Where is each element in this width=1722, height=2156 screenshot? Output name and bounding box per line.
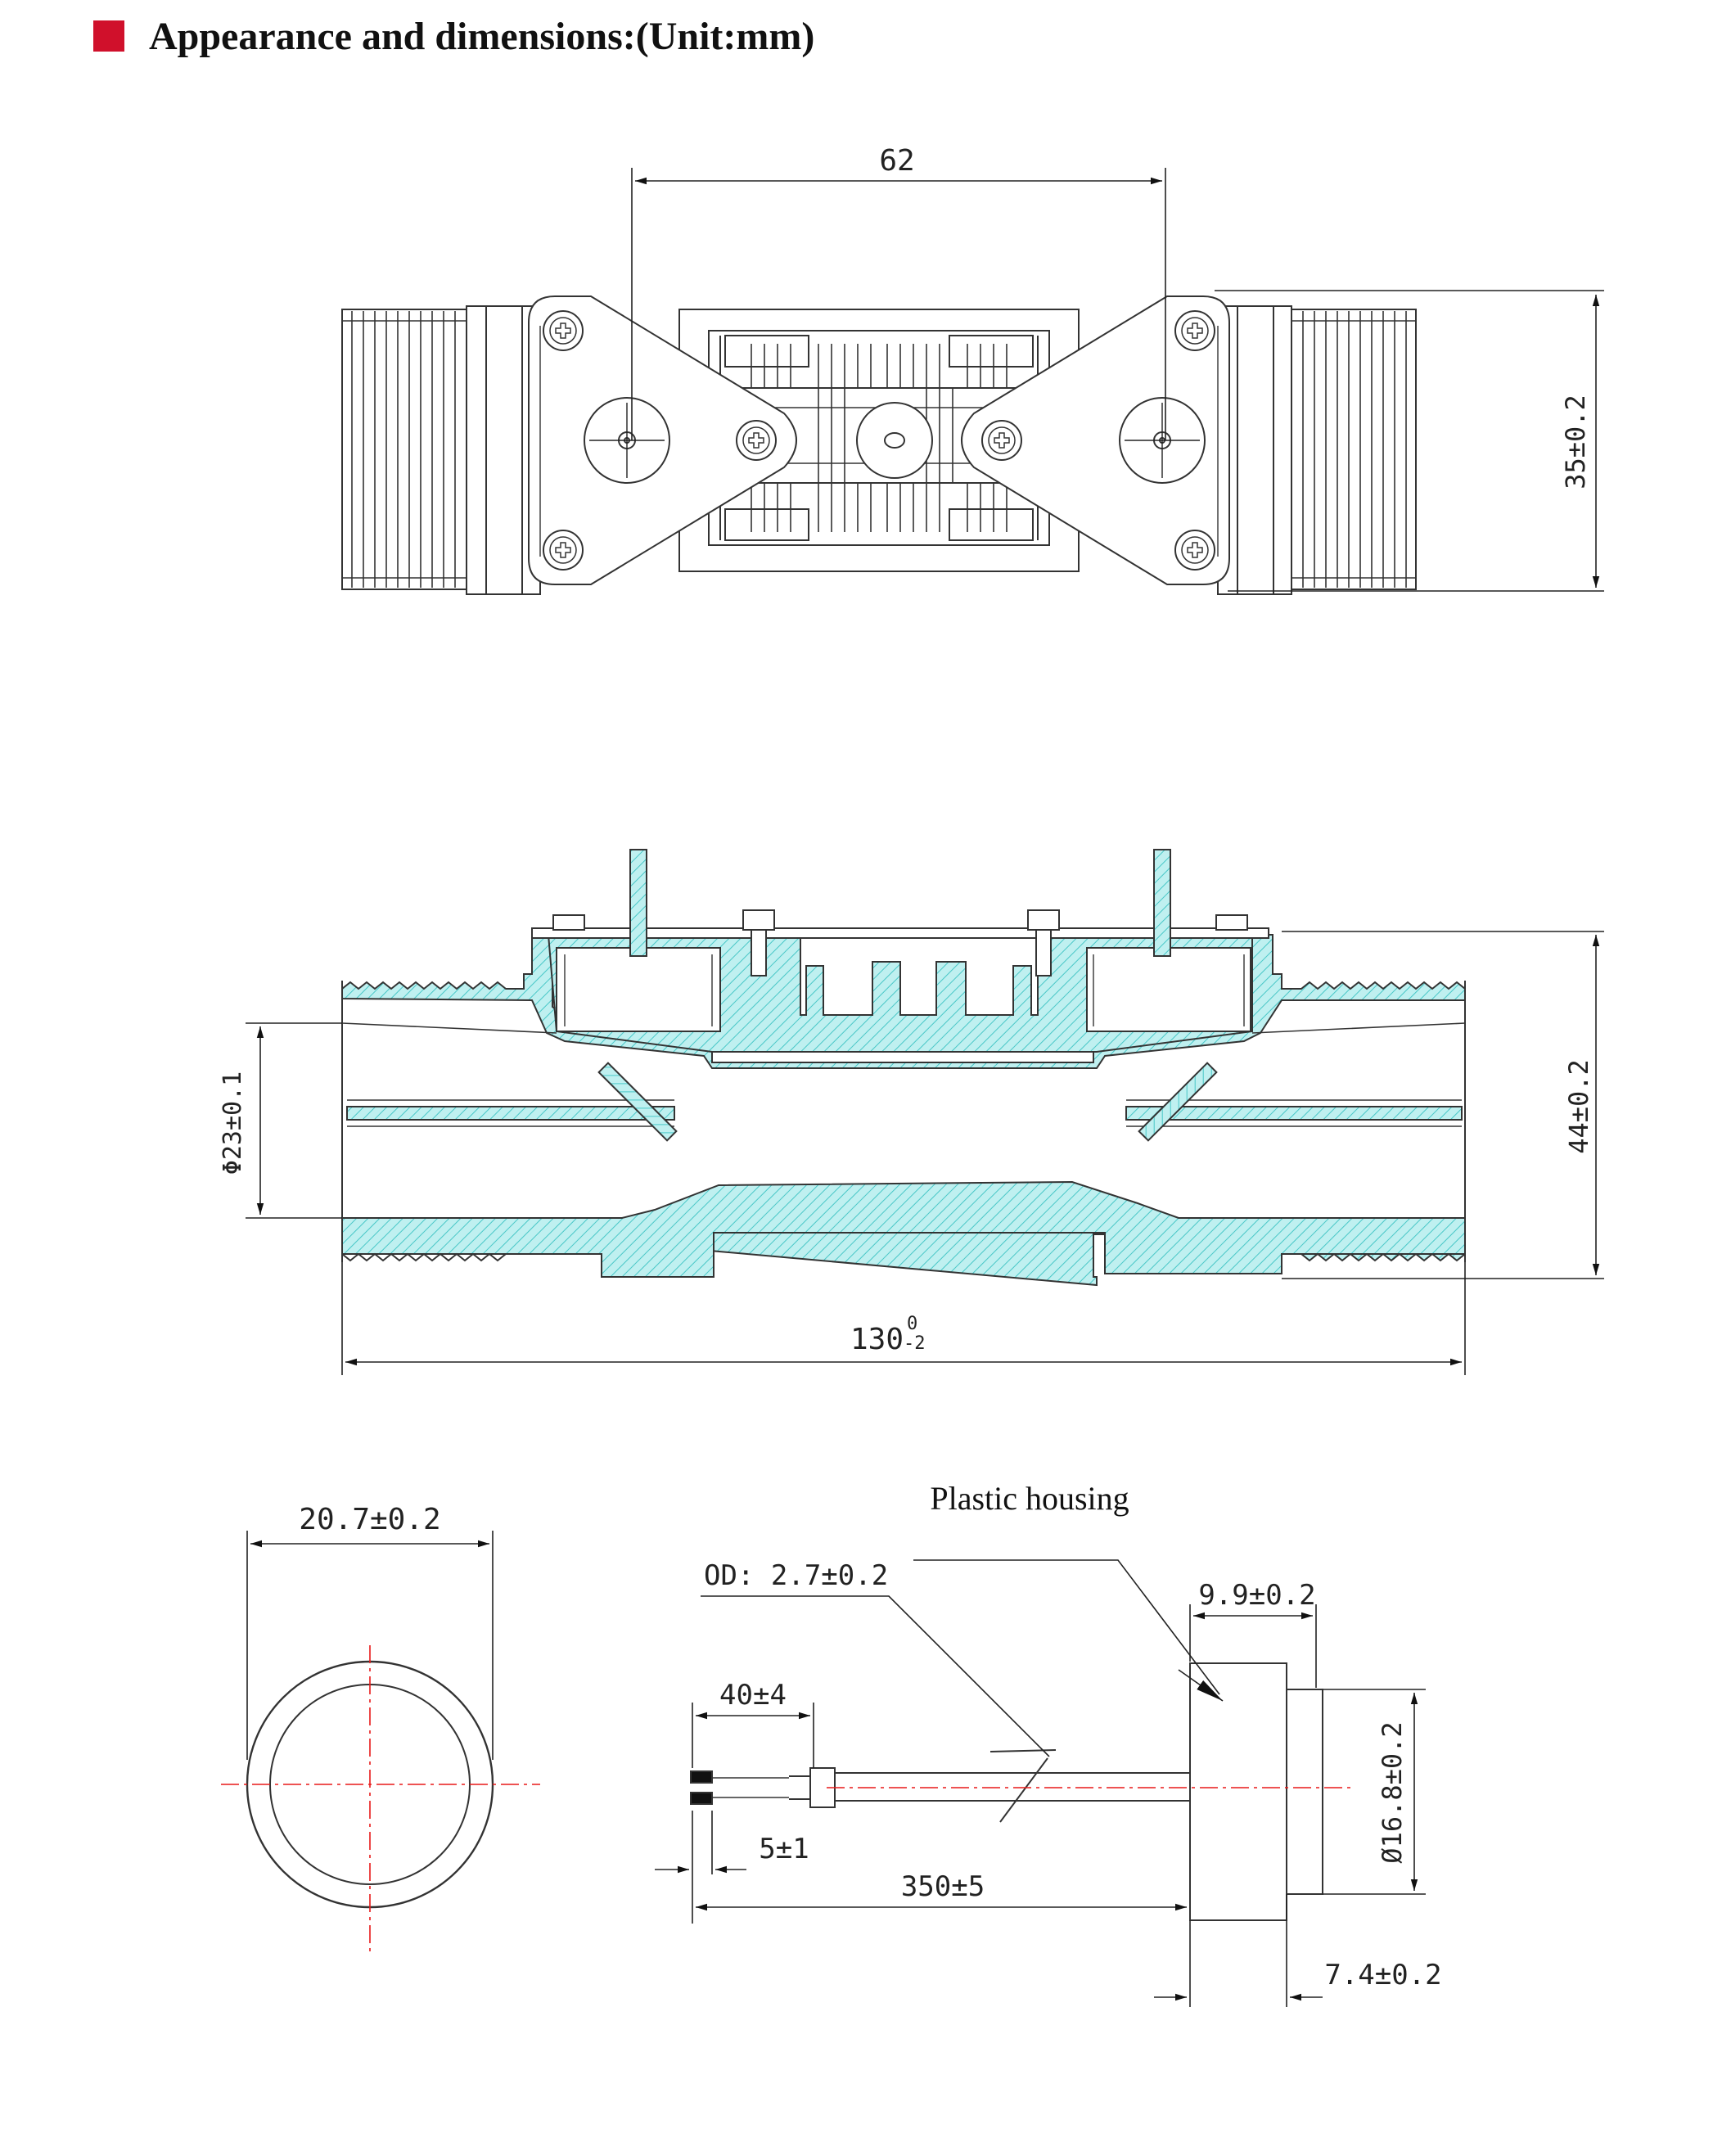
dim-height-44: 44±0.2 (1563, 1059, 1594, 1154)
dim-strip-length: 40±4 (719, 1679, 787, 1712)
dim-length-130: 130 (850, 1323, 904, 1356)
dim-cable-length: 350±5 (901, 1870, 985, 1903)
dim-housing-diameter: Ø16.8±0.2 (1377, 1721, 1408, 1863)
dim-sensor-diameter: 20.7±0.2 (299, 1503, 440, 1536)
sensor-side-dims (655, 1559, 1426, 2007)
section-header: Appearance and dimensions:(Unit:mm) (93, 11, 814, 61)
dim-housing-width: 9.9±0.2 (1198, 1579, 1315, 1612)
dim-length-tol-upper: 0 (907, 1314, 917, 1334)
sensor-end-view (221, 1531, 540, 1956)
section-title: Appearance and dimensions:(Unit:mm) (149, 14, 815, 58)
top-view (341, 295, 1417, 595)
dim-bore: Φ23±0.1 (219, 1071, 247, 1175)
label-plastic-housing: Plastic housing (930, 1480, 1129, 1517)
red-square-icon (93, 20, 124, 52)
section-view (341, 849, 1466, 1287)
dim-length-tol-lower: -2 (904, 1333, 926, 1354)
dim-height-35: 35±0.2 (1560, 395, 1591, 489)
dim-step-length: 7.4±0.2 (1324, 1959, 1441, 1991)
dim-pin-length: 5±1 (759, 1833, 809, 1865)
sensor-side-view (690, 1662, 1350, 1921)
dim-width-62: 62 (879, 144, 914, 178)
top-view-dims (589, 168, 1604, 592)
section-view-dims (246, 931, 1604, 1375)
dim-cable-od: OD: 2.7±0.2 (704, 1559, 888, 1592)
